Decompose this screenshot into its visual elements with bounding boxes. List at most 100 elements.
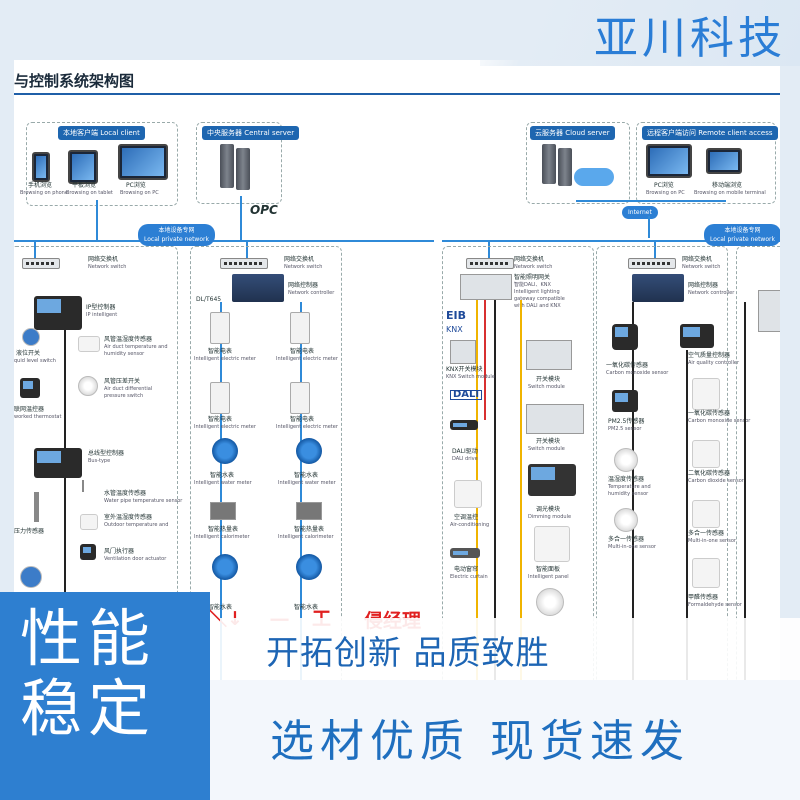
meter-item-sub: Intelligent water meter xyxy=(194,480,252,486)
meter-item-label: 智能水表 xyxy=(294,472,319,479)
level-switch-icon xyxy=(22,328,40,346)
cloud-server-group xyxy=(526,122,630,204)
aq-item-label: PM2.5传感器 xyxy=(608,418,645,425)
meter-item-label: 智能水表 xyxy=(208,604,233,611)
co-sensor-icon xyxy=(612,324,638,350)
hvac-item-sub: Outdoor temperature and xyxy=(104,522,169,528)
meter-item-label: 智能水表 xyxy=(294,604,319,611)
aq-item-sub: Carbon dioxide sensor xyxy=(688,478,744,484)
ip-controller-label: IP型控制器 xyxy=(86,304,116,311)
gateway-desc: Intelligent lighting xyxy=(514,289,560,295)
aq-controller-label: 空气质量控制器 xyxy=(688,352,731,359)
lighting-item-label: DALI驱动 xyxy=(452,448,478,455)
meter-item-sub: Intelligent electric meter xyxy=(276,424,338,430)
lighting-gateway-icon xyxy=(460,274,512,300)
hvac-item-label: 风管压差开关 xyxy=(104,378,141,385)
aq-item-label: 一氧化碳传感器 xyxy=(606,362,649,369)
lighting-bus-yellow-2 xyxy=(520,300,522,680)
tablet-icon xyxy=(68,150,98,184)
dlt645-label: DL/T645 xyxy=(196,296,222,303)
switch-sub-2: Network switch xyxy=(284,264,323,270)
local-client-group xyxy=(26,122,178,206)
dali-drive-icon xyxy=(450,420,478,430)
section-metering xyxy=(190,246,342,680)
lamp-icon xyxy=(536,588,564,616)
bus-controller-sub: Bus-type xyxy=(88,458,111,464)
meter-bus-left xyxy=(220,302,222,680)
drop-3 xyxy=(488,240,490,258)
electric-meter-icon xyxy=(210,382,230,414)
switch-module-icon xyxy=(526,340,572,370)
drop-1 xyxy=(34,240,36,258)
lighting-item-label: 空调温控 xyxy=(454,514,479,521)
meter-item-label: 智能热量表 xyxy=(294,526,325,533)
ip-controller-icon xyxy=(34,296,82,330)
lighting-item-label: 开关模块 xyxy=(536,376,561,383)
lighting-item-sub: Switch module xyxy=(528,384,565,390)
netctrl-label-2: 网络控制器 xyxy=(688,282,719,289)
hvac-item-sub: Air duct temperature and humidity sensor xyxy=(104,344,168,357)
pressure-sensor-icon xyxy=(34,492,39,522)
lighting-item-sub: DALI drive xyxy=(452,456,478,462)
meter-item-sub: Intelligent electric meter xyxy=(194,356,256,362)
internet-drop xyxy=(648,216,650,238)
local-tablet-sub: Browsing on tablet xyxy=(66,190,113,196)
lighting-item-label: 开关模块 xyxy=(536,438,561,445)
performance-badge xyxy=(0,592,210,800)
lighting-item-label: 智能面板 xyxy=(536,566,561,573)
co-sensor-icon xyxy=(692,378,720,410)
water-meter-icon xyxy=(212,554,238,580)
meter-item-label: 智能水表 xyxy=(210,472,235,479)
co2-sensor-icon xyxy=(692,440,720,468)
netctrl-sub-1: Network controller xyxy=(288,290,335,296)
pc-monitor-icon xyxy=(118,144,168,180)
lighting-item-label: 调光模块 xyxy=(536,506,561,513)
electric-meter-icon xyxy=(290,382,310,414)
local-client-title: 本地客户端 Local client xyxy=(58,126,145,140)
electric-meter-icon xyxy=(290,312,310,344)
formaldehyde-sensor-icon xyxy=(692,558,720,588)
section-air-quality xyxy=(596,246,728,680)
meter-item-sub: Intelligent water meter xyxy=(278,480,336,486)
cloud-server-rack-icon xyxy=(558,148,572,186)
multi-sensor-icon xyxy=(692,500,720,528)
knx-switch-module-icon xyxy=(450,340,476,364)
meter-item-label: 智能电表 xyxy=(208,416,233,423)
hvac-item-sub: quid level switch xyxy=(14,358,56,364)
network-switch-icon xyxy=(466,258,514,269)
meter-item-label: 智能热量表 xyxy=(208,526,239,533)
hvac-item-sub: Air duct differential pressure switch xyxy=(104,386,153,399)
bottom-band xyxy=(210,680,800,800)
meter-item-sub: Intelligent electric meter xyxy=(276,356,338,362)
cloud-server-rack-icon xyxy=(542,144,556,184)
performance-text: 性能稳定 xyxy=(20,602,157,745)
electric-meter-icon xyxy=(210,312,230,344)
aq-item-label: 温湿度传感器 xyxy=(608,476,645,483)
internet-badge: Internet xyxy=(622,206,658,219)
aq-item-sub: Carbon monoxide sensor xyxy=(606,370,669,376)
hvac-item-label: 液位开关 xyxy=(16,350,41,357)
hvac-item-label: 压力传感器 xyxy=(14,528,45,535)
aq-item-label: 甲醛传感器 xyxy=(688,594,719,601)
local-phone-sub: Browsing on phone xyxy=(20,190,68,196)
phone-icon xyxy=(32,152,50,182)
bus-controller-label: 总线型控制器 xyxy=(88,450,125,457)
curtain-motor-icon xyxy=(450,548,480,558)
meter-item-sub: Intelligent calorimeter xyxy=(278,534,334,540)
remote-client-title: 远程客户端访问 Remote client access xyxy=(642,126,778,140)
hvac-item-sub: Ventilation door actuator xyxy=(104,556,167,562)
hvac-item-sub: worked thermostat xyxy=(14,414,62,420)
switch-label-2: 网络交换机 xyxy=(284,256,315,263)
aq-item-sub: Multi-in-one sensor xyxy=(608,544,656,550)
smart-panel-icon xyxy=(534,526,570,562)
eib-logo: EIB xyxy=(446,309,466,322)
network-controller-icon xyxy=(232,274,284,302)
aq-item-label: 多合一传感器 xyxy=(688,530,725,537)
aq-item-sub: Multi-in-one sensor xyxy=(688,538,736,544)
meter-item-label: 智能电表 xyxy=(290,416,315,423)
network-controller-icon xyxy=(632,274,684,302)
lighting-item-sub: Electric curtain xyxy=(450,574,488,580)
remote-pc-label: PC浏览 xyxy=(654,182,674,189)
drop-2 xyxy=(246,240,248,258)
